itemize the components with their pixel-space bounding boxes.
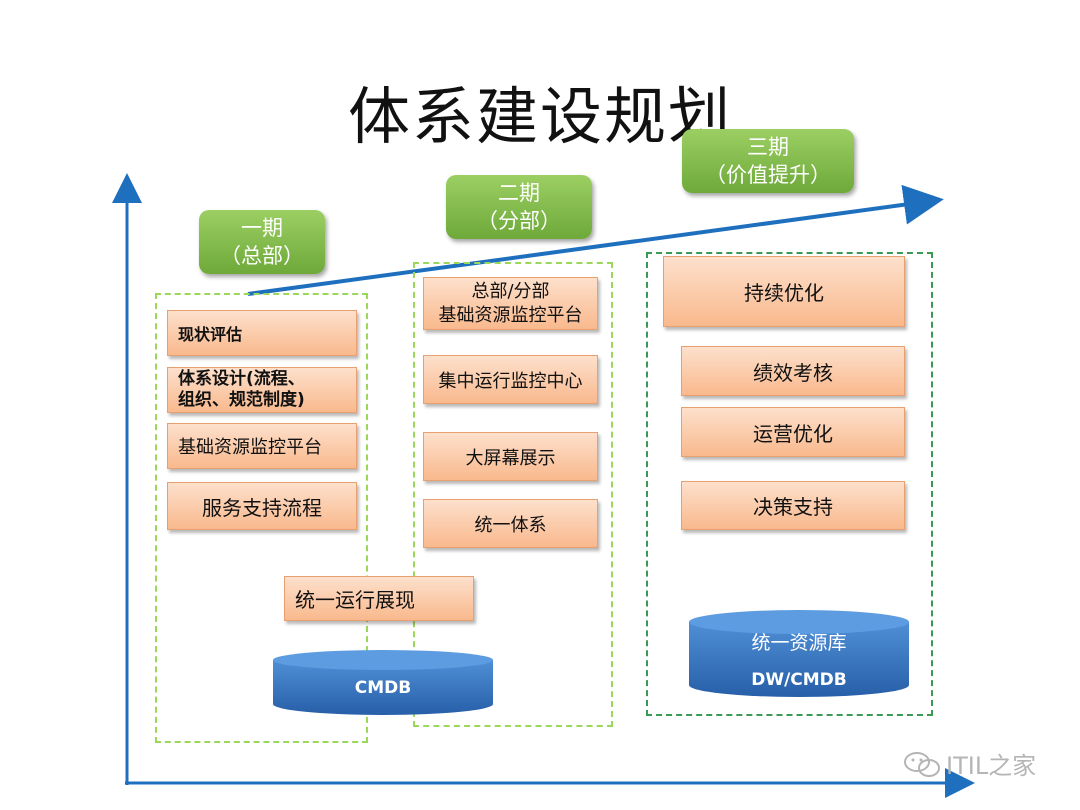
phase-2-region [413,262,613,727]
dw-cmdb-line2: DW/CMDB [751,670,847,690]
item-system-design-line1: 体系设计(流程、 [178,369,305,389]
item-central-monitor-label: 集中运行监控中心 [438,370,583,392]
item-unified-system-label: 统一体系 [474,514,547,536]
item-system-design-line2: 组织、规范制度) [178,390,305,410]
phase-1-region [155,293,368,743]
item-performance-review-label: 绩效考核 [753,360,833,385]
phase-2-scope: （分部） [477,209,561,233]
item-status-assessment-label: 现状评估 [178,325,243,344]
item-service-support: 服务支持流程 [167,482,357,530]
item-unified-display: 统一运行展现 [284,576,474,621]
dw-cmdb-database: 统一资源库 DW/CMDB [689,610,909,697]
item-continuous-optimization: 持续优化 [663,256,905,327]
watermark-text: ITIL之家 [946,752,1037,780]
phase-3-scope: （价值提升） [705,163,831,187]
phase-1-name: 一期 [241,216,283,240]
phase-1-label: 一期 （总部） [199,210,325,274]
item-hq-branch-monitor-line2: 基础资源监控平台 [438,304,583,326]
item-status-assessment: 现状评估 [167,310,357,356]
phase-2-name: 二期 [498,181,540,205]
item-decision-support-label: 决策支持 [753,495,833,519]
item-operation-optimization: 运营优化 [681,407,905,457]
phase-2-label: 二期 （分部） [446,175,592,239]
trend-arrow [247,184,944,296]
phase-3-region [646,252,933,716]
item-big-screen-label: 大屏幕展示 [465,447,556,469]
item-continuous-optimization-label: 持续优化 [744,281,824,305]
item-operation-optimization-label: 运营优化 [753,421,833,446]
cmdb-database: CMDB [273,650,493,715]
dw-cmdb-line1: 统一资源库 [751,632,846,654]
item-unified-display-label: 统一运行展现 [295,588,415,612]
item-system-design: 体系设计(流程、 组织、规范制度) [167,367,357,413]
item-hq-branch-monitor-line1: 总部/分部 [471,280,550,302]
item-resource-monitor-1-label: 基础资源监控平台 [178,437,322,458]
phase-3-label: 三期 （价值提升） [682,129,854,193]
item-unified-system: 统一体系 [423,499,598,548]
item-decision-support: 决策支持 [681,481,905,530]
watermark: ITIL之家 [902,746,1036,781]
wechat-icon [904,751,940,777]
item-resource-monitor-1: 基础资源监控平台 [167,423,357,469]
cmdb-label: CMDB [355,678,411,698]
item-performance-review: 绩效考核 [681,346,905,396]
phase-1-scope: （总部） [220,244,304,268]
phase-3-name: 三期 [747,135,789,159]
item-service-support-label: 服务支持流程 [202,495,322,520]
item-central-monitor: 集中运行监控中心 [423,355,598,404]
page-title: 体系建设规划 [347,80,732,153]
item-hq-branch-monitor: 总部/分部 基础资源监控平台 [423,277,598,330]
item-big-screen: 大屏幕展示 [423,432,598,481]
